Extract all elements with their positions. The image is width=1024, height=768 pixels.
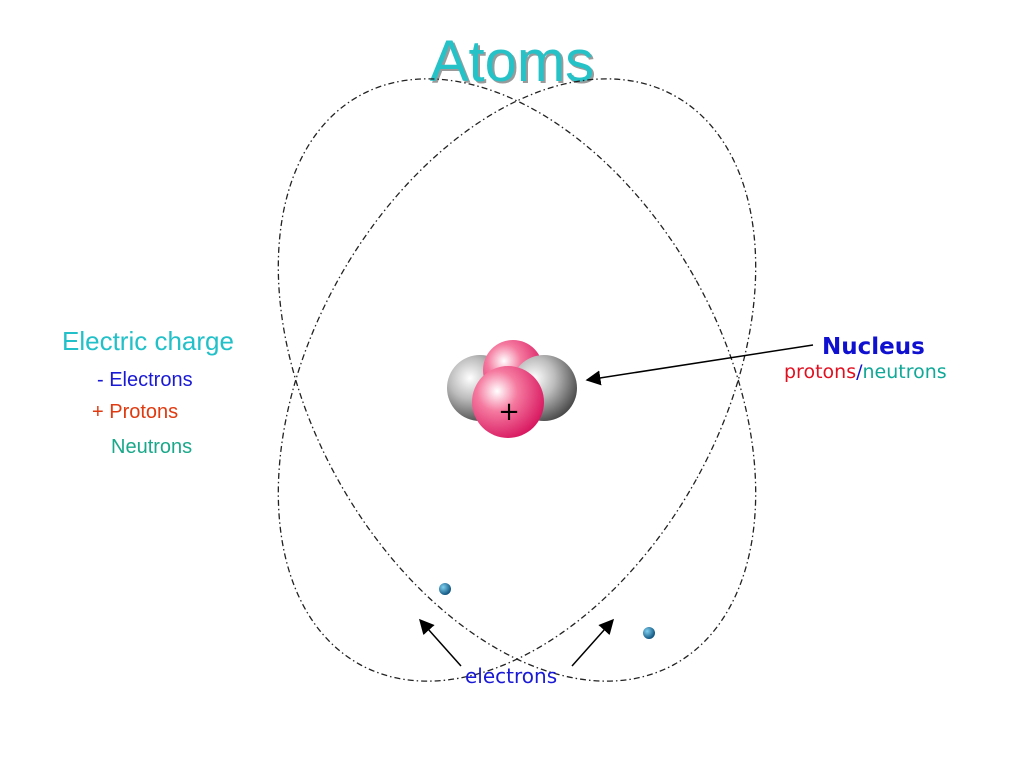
protons-label: protons [784,361,857,383]
legend-neutrons: Neutrons [111,436,193,458]
legend-protons: + Protons [92,401,179,423]
nucleus: + [447,340,577,438]
electron-dot [439,583,451,595]
electrons-label: electrons [465,664,558,688]
electron-dot [643,627,655,639]
electron-arrow-left [419,618,462,667]
electron-arrow-right [571,618,614,667]
legend-electrons: - Electrons [97,369,193,391]
nucleus-composition: protons/neutrons [784,361,947,383]
slash-separator: / [856,361,863,383]
neutrons-label: neutrons [862,361,947,383]
orbit-right [277,78,757,682]
nucleus-label: Nucleus [822,334,925,360]
orbit-left [277,78,757,682]
proton-sphere [472,366,544,438]
nucleus-arrow [585,344,814,386]
legend-heading: Electric charge [62,326,234,356]
charge-plus-symbol: + [498,397,520,427]
